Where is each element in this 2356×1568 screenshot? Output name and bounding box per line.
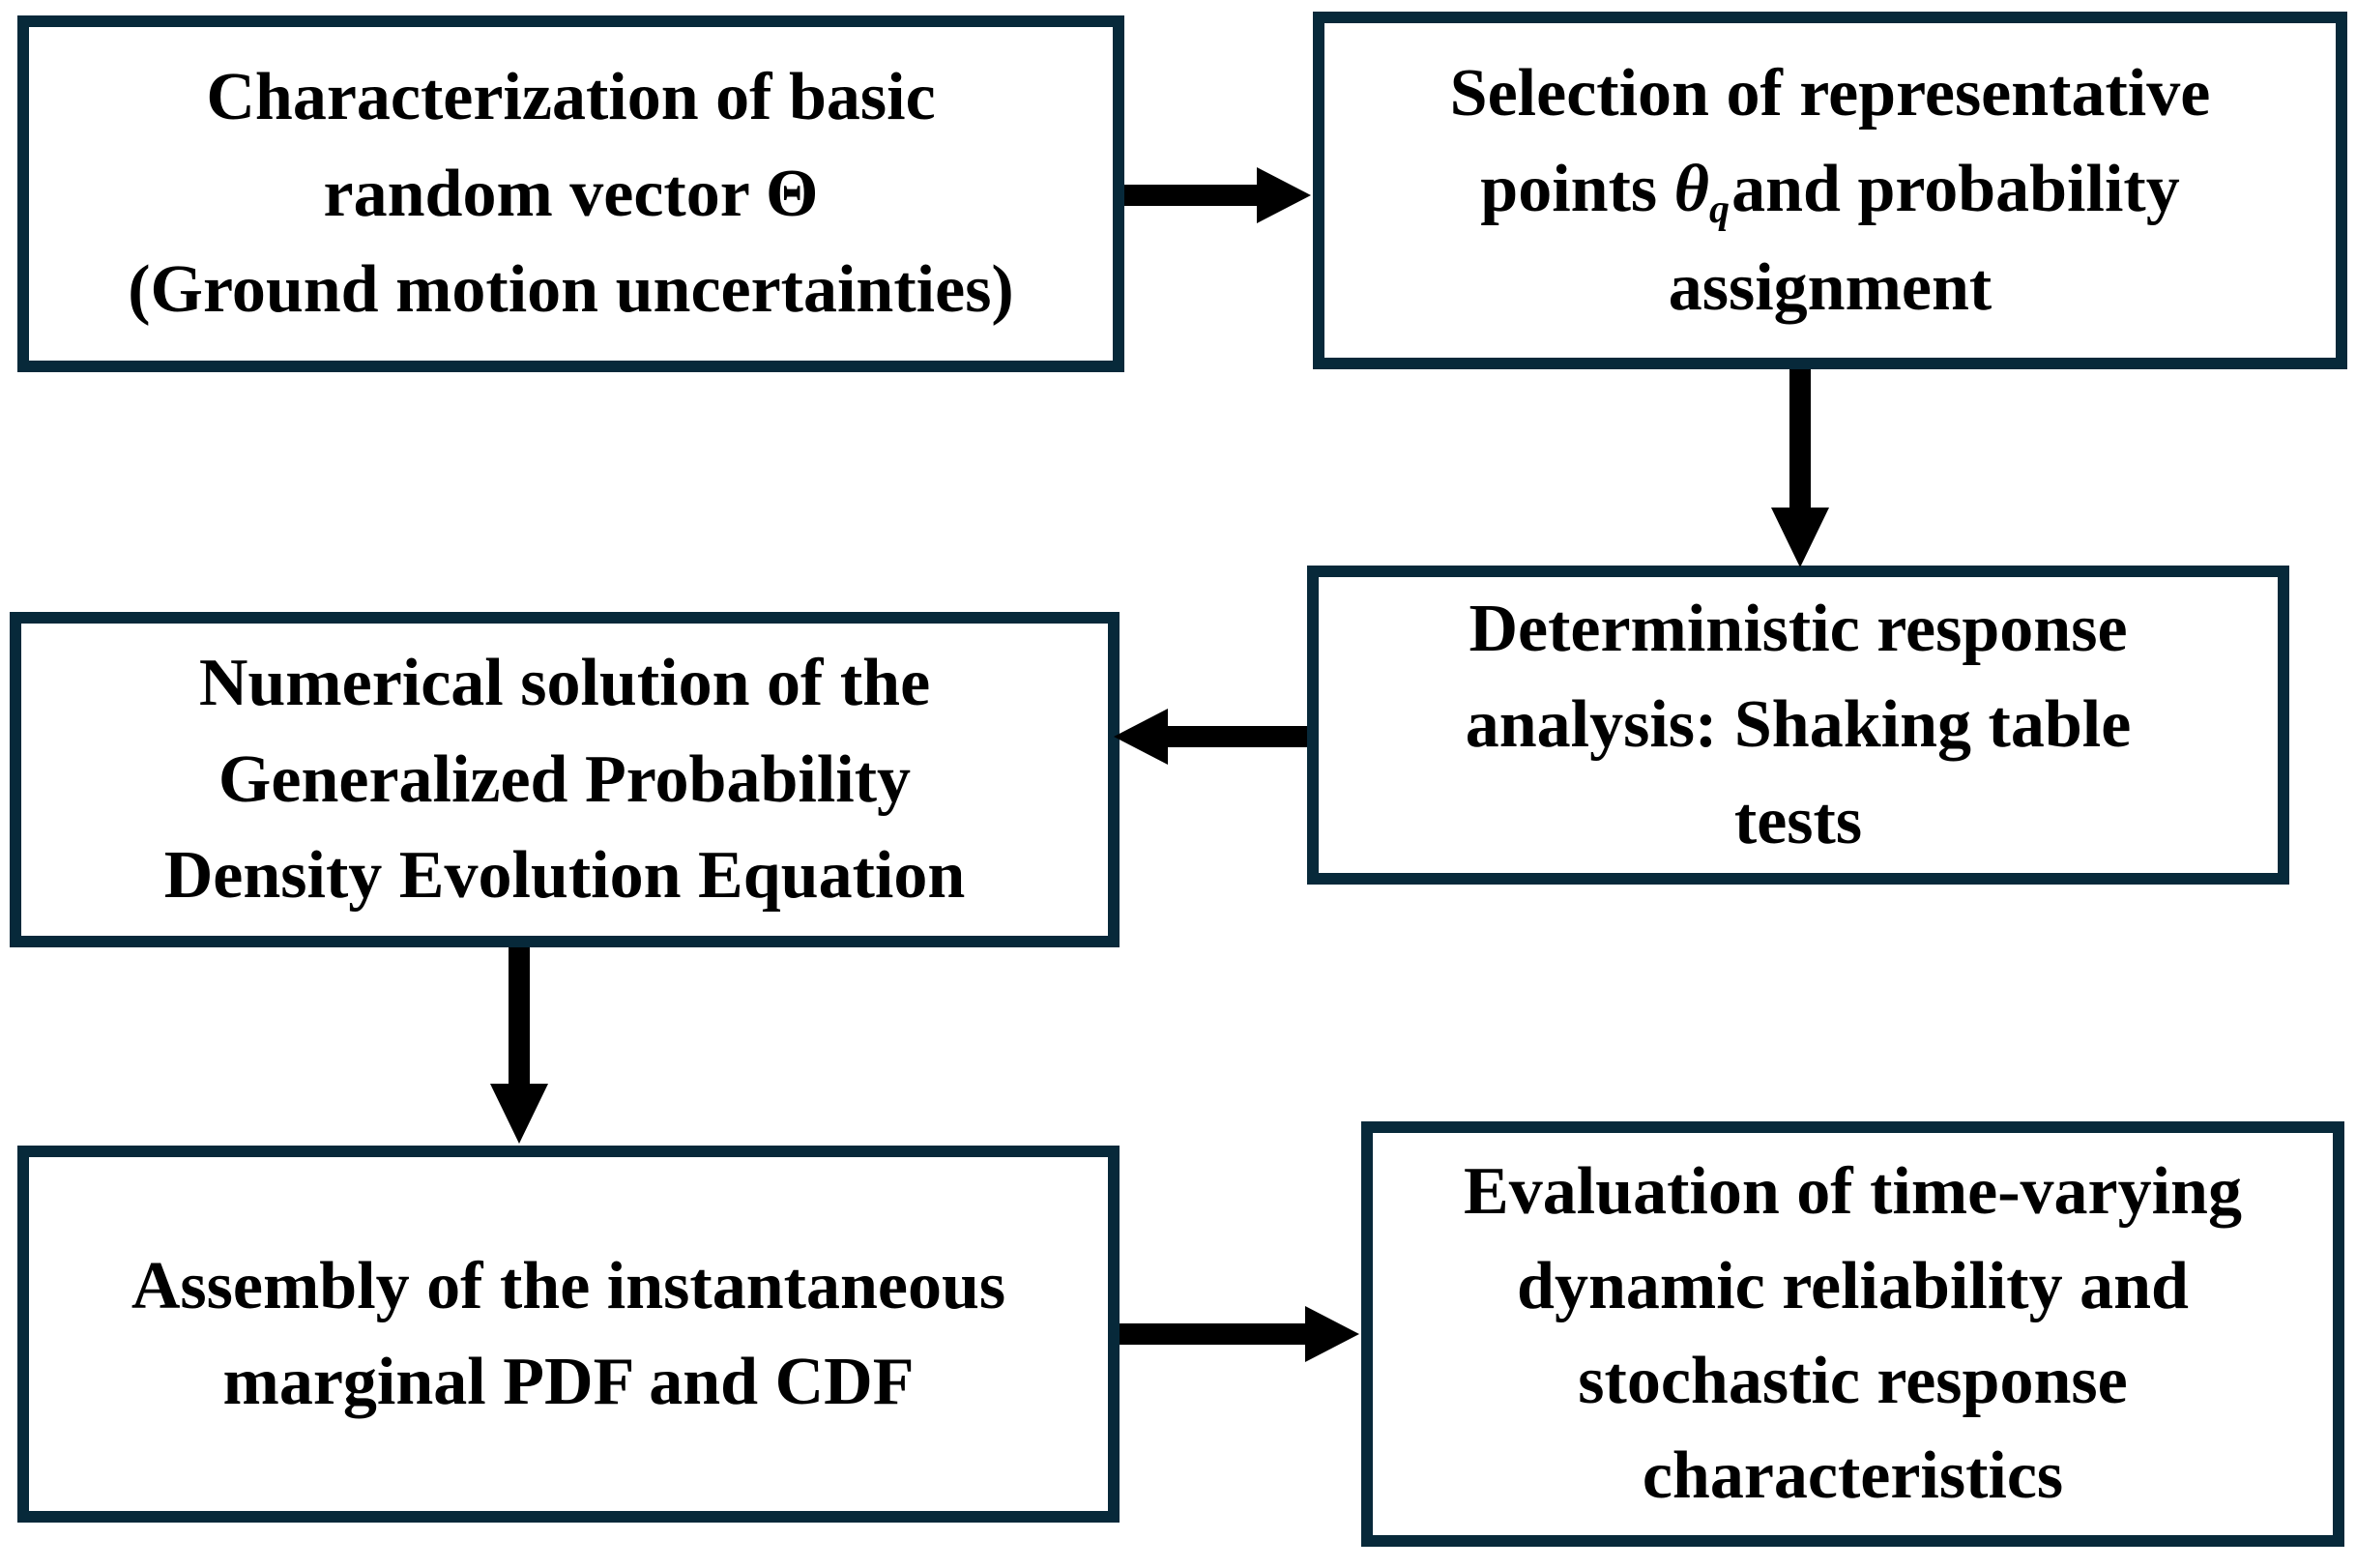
box-text-line: Selection of representative bbox=[1449, 55, 2211, 131]
flow-box-deterministic-analysis: Deterministic response analysis: Shaking… bbox=[1307, 566, 2289, 885]
line-text: and probability bbox=[1731, 152, 2180, 227]
box-text-line: analysis: Shaking table bbox=[1465, 687, 2132, 763]
box-text-line: characteristics bbox=[1642, 1438, 2064, 1513]
box-text-line: marginal PDF and CDF bbox=[222, 1345, 915, 1419]
box-text-line: Assembly of the instantaneous bbox=[131, 1248, 1006, 1323]
box-text-line: (Ground motion uncertainties) bbox=[128, 252, 1014, 328]
arrow-shaft-selection-to-deterministic bbox=[1789, 369, 1811, 511]
flow-box-evaluation: Evaluation of time-varying dynamic relia… bbox=[1361, 1121, 2344, 1547]
flow-box-assembly: Assembly of the instantaneous marginal P… bbox=[17, 1146, 1120, 1523]
box-text-line: stochastic response bbox=[1578, 1344, 2128, 1418]
line-text: points bbox=[1480, 152, 1674, 227]
flow-box-numerical-solution: Numerical solution of the Generalized Pr… bbox=[10, 612, 1120, 947]
box-text-line: Numerical solution of the bbox=[198, 646, 931, 721]
arrow-shaft-deterministic-to-numerical bbox=[1165, 726, 1307, 747]
box-text-line: Generalized Probability bbox=[218, 741, 912, 817]
arrow-shaft-characterization-to-selection bbox=[1124, 185, 1265, 206]
box-text-line: assignment bbox=[1668, 249, 1992, 325]
flow-box-characterization: Characterization of basic random vector … bbox=[17, 15, 1124, 372]
flow-box-selection: Selection of representative points θqand… bbox=[1313, 12, 2347, 369]
theta-subscript: q bbox=[1709, 188, 1730, 233]
arrow-shaft-assembly-to-evaluation bbox=[1120, 1323, 1309, 1345]
box-text-line: Deterministic response bbox=[1469, 591, 2128, 666]
arrow-head-right-icon bbox=[1257, 167, 1311, 223]
box-text-line: dynamic reliability and bbox=[1517, 1249, 2189, 1323]
box-text-line: points θqand probability bbox=[1480, 141, 2179, 239]
arrow-shaft-numerical-to-assembly bbox=[509, 947, 530, 1086]
theta-symbol: θ bbox=[1673, 152, 1709, 227]
arrow-head-down-icon bbox=[490, 1084, 548, 1144]
arrow-head-down-icon bbox=[1771, 508, 1829, 567]
box-text-line: Evaluation of time-varying bbox=[1464, 1154, 2242, 1229]
box-text-line: tests bbox=[1733, 783, 1863, 858]
arrow-head-left-icon bbox=[1114, 709, 1168, 765]
box-text-line: Characterization of basic bbox=[206, 60, 936, 135]
arrow-head-right-icon bbox=[1305, 1306, 1359, 1362]
box-text-line: Density Evolution Equation bbox=[163, 838, 966, 914]
box-text-line: random vector Θ bbox=[323, 156, 819, 231]
